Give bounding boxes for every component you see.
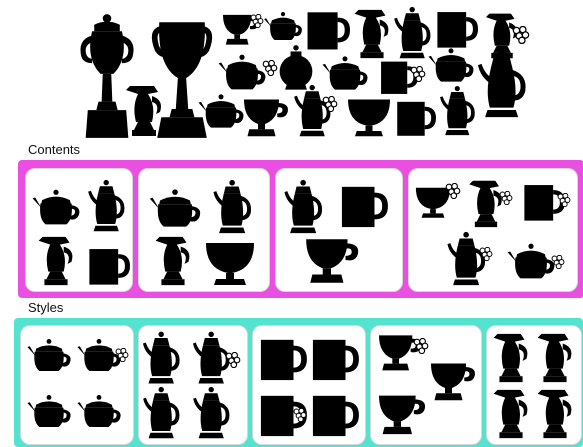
grapes-ornament-icon (293, 408, 307, 422)
mug-icon (309, 392, 359, 438)
coffee-pot-icon (88, 179, 128, 233)
coffee-pot-icon (143, 330, 183, 386)
styles-label: Styles (28, 300, 63, 315)
grapes-ornament-icon (410, 66, 426, 82)
cup-icon (427, 360, 477, 402)
teapot-icon (25, 392, 73, 430)
mug-icon (257, 336, 307, 382)
mug-icon (309, 336, 359, 382)
cup-icon (240, 96, 290, 138)
styles-card-cups (370, 325, 482, 445)
styles-card-creamers (486, 325, 582, 445)
contents-card-2 (138, 168, 270, 292)
mug-icon (434, 8, 478, 50)
teapot-icon (25, 336, 73, 374)
cup-icon (302, 235, 360, 285)
creamer-icon (36, 233, 76, 287)
creamer-icon (491, 330, 531, 384)
creamer-icon (535, 330, 575, 384)
cup-icon (375, 392, 427, 436)
teapot-icon (505, 241, 557, 281)
styles-panel (14, 318, 583, 447)
grapes-ornament-icon (551, 255, 565, 269)
mug-icon (86, 245, 130, 287)
creamer-icon (535, 386, 575, 440)
teapot-icon (196, 90, 246, 132)
grapes-ornament-icon (499, 191, 513, 205)
contents-card-3 (275, 168, 403, 292)
creamer-icon (352, 6, 392, 60)
coffee-pot-icon (284, 179, 326, 235)
coffee-pot-icon (193, 386, 233, 440)
contents-label: Contents (28, 142, 80, 157)
coffee-pot-icon (440, 84, 478, 138)
grapes-ornament-icon (479, 247, 493, 261)
teapot-icon (216, 52, 268, 92)
teapot-icon (426, 46, 476, 84)
coffee-pot-icon (143, 386, 183, 440)
grapes-ornament-icon (413, 338, 429, 354)
creamer-icon (124, 82, 164, 138)
coffee-pot-icon (478, 48, 530, 120)
bowl-icon (201, 239, 259, 287)
contents-panel (18, 160, 583, 298)
mug-icon (338, 183, 388, 229)
grapes-ornament-icon (557, 193, 571, 207)
bowl-icon (344, 96, 394, 138)
grapes-ornament-icon (115, 348, 129, 362)
grapes-ornament-icon (225, 352, 241, 368)
teapot-icon (75, 392, 123, 430)
creamer-icon (491, 386, 531, 440)
contents-card-1 (25, 168, 133, 292)
collection-cluster (0, 0, 583, 140)
coffee-pot-icon (213, 179, 255, 235)
grapes-ornament-icon (445, 183, 461, 199)
grapes-ornament-icon (322, 96, 338, 112)
teapot-icon (30, 187, 82, 227)
styles-card-teapots (20, 325, 134, 445)
creamer-icon (153, 233, 193, 287)
contents-card-4 (408, 168, 578, 292)
styles-card-coffee-pots (138, 325, 248, 445)
teapot-icon (262, 10, 304, 42)
teapot-icon (147, 187, 203, 229)
styles-card-mugs (252, 325, 366, 445)
grapes-ornament-icon (512, 26, 530, 44)
mug-icon (394, 98, 436, 138)
round-pot-icon (276, 42, 316, 90)
